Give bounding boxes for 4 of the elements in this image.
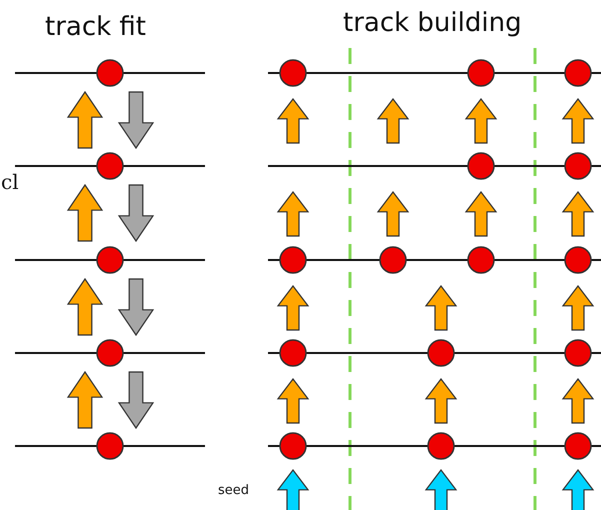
seed-label: seed (218, 484, 250, 497)
panel-title: track building (343, 10, 522, 36)
cut-off-text: cl (1, 172, 19, 192)
panel-title: track fit (45, 14, 146, 40)
